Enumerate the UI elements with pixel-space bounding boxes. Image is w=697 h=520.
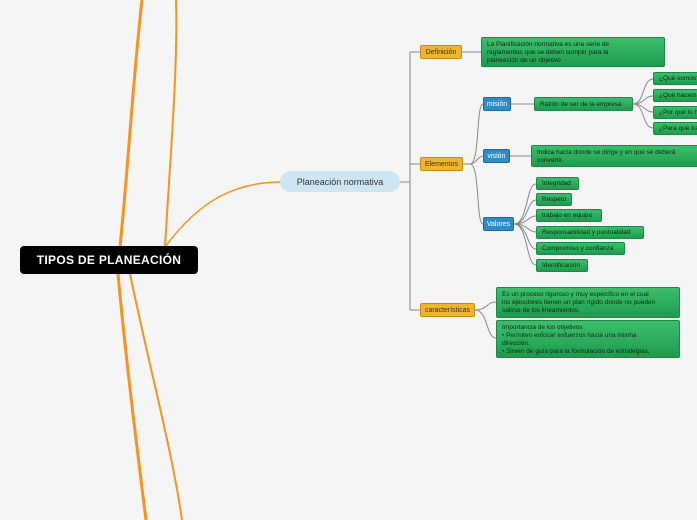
- mision-question-3[interactable]: ¿Por qué lo hacemos?: [653, 106, 697, 119]
- caracteristica-1[interactable]: Es un proceso riguroso y muy específico …: [496, 287, 680, 318]
- valor-4[interactable]: Responsabilidad y puntualidad: [536, 226, 644, 239]
- topic-definicion[interactable]: Definición: [420, 45, 462, 59]
- caracteristica-2[interactable]: Importancia de los objetivos • Permiten …: [496, 320, 680, 358]
- caracteristica-2-line-4: • Sirven de guía para la formulación de …: [502, 348, 650, 355]
- branch-down-2: [129, 273, 183, 520]
- branch-up-1: [118, 0, 144, 249]
- definicion-line-1: La Planificación normativa es una serie …: [487, 41, 610, 48]
- caracteristica-1-line-3: salirse de los lineamientos.: [502, 307, 581, 314]
- valor-2[interactable]: Respeto: [536, 193, 572, 206]
- mision-question-2[interactable]: ¿Qué hacemos?: [653, 89, 697, 102]
- topic-mision[interactable]: misión: [483, 97, 511, 111]
- caracteristica-2-line-1: Importancia de los objetivos: [502, 324, 583, 331]
- definicion-line-2: reglamentos que se deben cumplir para la: [487, 49, 609, 56]
- caracteristica-1-line-1: Es un proceso riguroso y muy específico …: [502, 291, 649, 298]
- definicion-text[interactable]: La Planificación normativa es una serie …: [481, 37, 665, 67]
- topic-elementos[interactable]: Elementos: [420, 157, 463, 171]
- main-topic-planeacion-normativa[interactable]: Planeación normativa: [280, 171, 400, 192]
- topic-vision[interactable]: visión: [483, 149, 510, 163]
- caracteristica-2-line-3: dirección.: [502, 340, 530, 347]
- branch-down-1: [116, 272, 148, 520]
- branch-up-2: [164, 0, 178, 248]
- definicion-line-3: planeación de un objetivo: [487, 57, 561, 64]
- valor-5[interactable]: Compromiso y confianza: [536, 242, 625, 255]
- topic-caracteristicas[interactable]: características: [420, 303, 475, 317]
- branch-main: [164, 181, 283, 248]
- valor-3[interactable]: trabajo en equipo: [536, 209, 602, 222]
- vision-line-1: Indica hacia donde se dirige y en que se…: [537, 149, 676, 156]
- root-node[interactable]: TIPOS DE PLANEACIÓN: [20, 246, 198, 274]
- valor-6[interactable]: Identificación: [536, 259, 588, 272]
- vision-line-2: convertir.: [537, 157, 564, 164]
- valor-1[interactable]: Integridad: [536, 177, 579, 190]
- mision-question-1[interactable]: ¿Qué somos?: [653, 72, 697, 85]
- vision-text[interactable]: Indica hacia donde se dirige y en que se…: [531, 145, 697, 167]
- caracteristica-1-line-2: los ejecutores tienen un plan rígido don…: [502, 299, 656, 306]
- topic-valores[interactable]: Valores: [483, 217, 514, 231]
- mision-razon[interactable]: Razón de ser de la empresa: [534, 97, 633, 111]
- caracteristica-2-line-2: • Permiten enfocar esfuerzos hacia una m…: [502, 332, 637, 339]
- mision-question-4[interactable]: ¿Para qué trabajamos?: [653, 122, 697, 135]
